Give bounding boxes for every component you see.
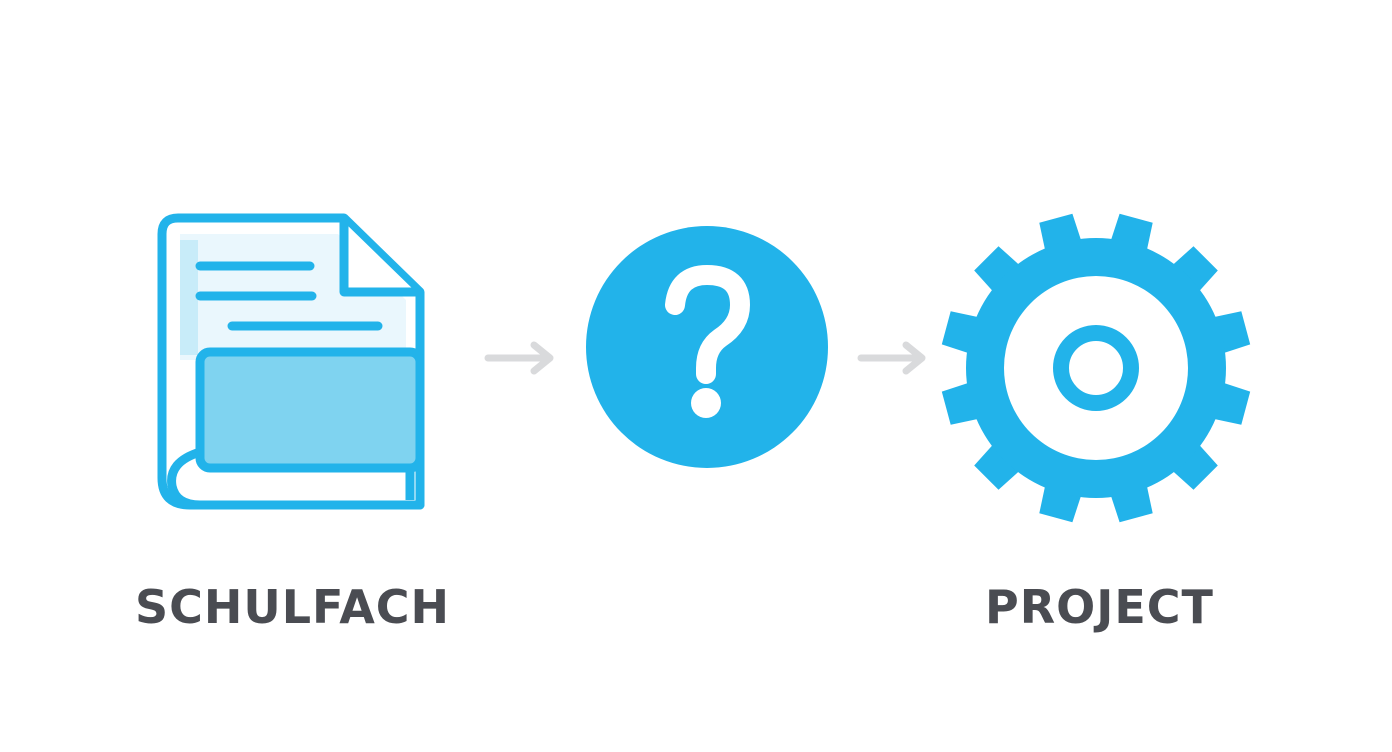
node-label-project: PROJECT: [985, 580, 1214, 634]
gear-tooth: [974, 246, 1026, 298]
gear-tooth: [1166, 246, 1218, 298]
gear-tooth: [974, 438, 1026, 490]
gear-tooth: [1166, 438, 1218, 490]
node-label-subject: SCHULFACH: [135, 580, 451, 634]
